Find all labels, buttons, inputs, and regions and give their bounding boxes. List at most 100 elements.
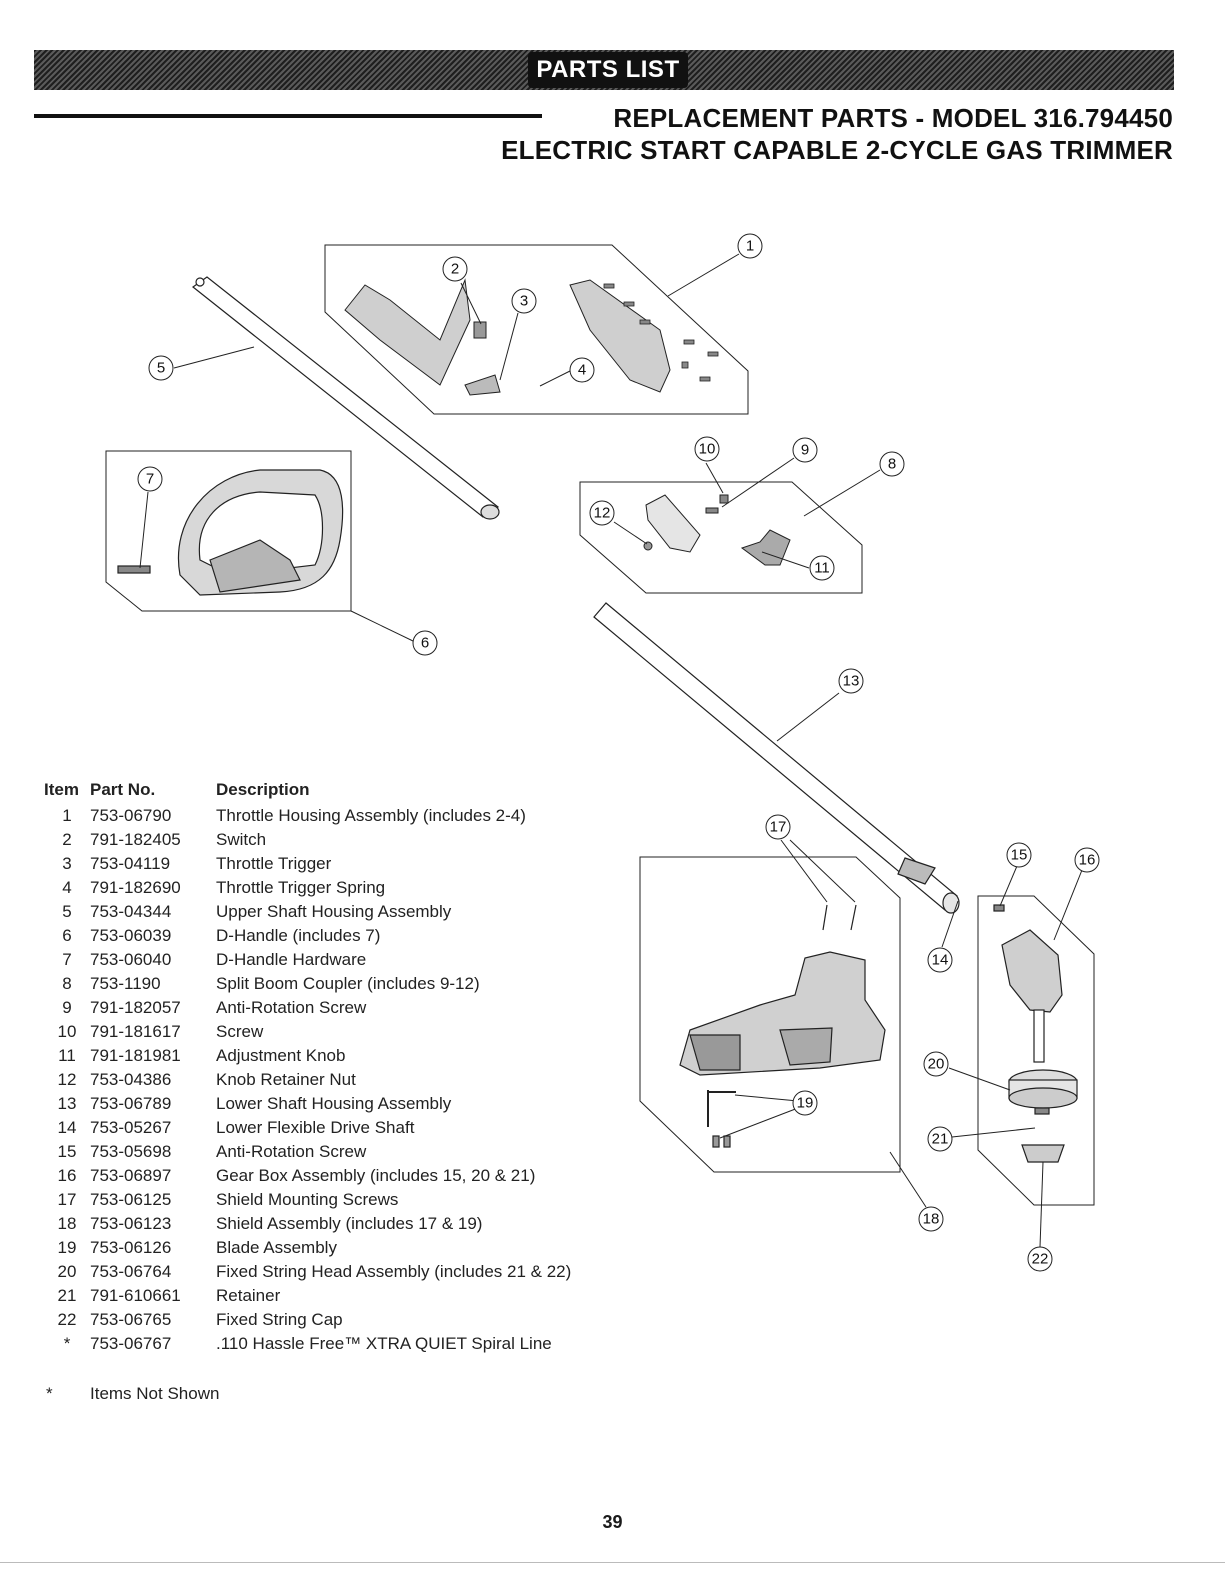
row-item-number: 6 (62, 926, 72, 945)
row-item-number: 17 (57, 1190, 77, 1209)
callout-18: 18 (918, 1206, 944, 1232)
callout-21: 21 (927, 1126, 953, 1152)
callout-7: 7 (137, 466, 163, 492)
row-item-number: 11 (58, 1046, 76, 1065)
row-item-number: 13 (57, 1094, 77, 1113)
row-item-number: 10 (57, 1022, 77, 1041)
svg-text:17: 17 (770, 819, 787, 836)
screw-set-throttle (603, 283, 719, 382)
row-description: Knob Retainer Nut (216, 1070, 356, 1089)
svg-text:2: 2 (451, 261, 459, 278)
callout-11: 11 (809, 555, 835, 581)
row-item-number: 22 (57, 1310, 77, 1329)
title-rule (34, 114, 542, 118)
row-description: Adjustment Knob (216, 1046, 346, 1065)
row-part-number: 753-04119 (90, 854, 171, 873)
callout-20: 20 (923, 1051, 949, 1077)
header-item: Item (44, 780, 79, 799)
row-description: D-Handle (includes 7) (216, 926, 381, 945)
svg-text:18: 18 (923, 1211, 940, 1228)
shield-group-box (639, 856, 901, 1173)
callout-5: 5 (148, 355, 174, 381)
svg-text:20: 20 (928, 1056, 945, 1073)
svg-text:21: 21 (932, 1131, 949, 1148)
row-item-number: 16 (57, 1166, 77, 1185)
row-part-number: 753-05267 (90, 1118, 172, 1137)
row-item-number: 1 (62, 806, 72, 825)
row-item-number: 4 (62, 878, 72, 897)
svg-text:19: 19 (797, 1095, 814, 1112)
row-item-number: * (63, 1334, 71, 1353)
row-part-number: 791-181617 (90, 1022, 181, 1041)
row-part-number: 791-182405 (90, 830, 181, 849)
row-part-number: 753-06767 (90, 1334, 172, 1353)
row-item-number: 3 (62, 854, 72, 873)
row-description: D-Handle Hardware (216, 950, 367, 969)
row-description: Gear Box Assembly (includes 15, 20 & 21) (216, 1166, 536, 1185)
row-item-number: 21 (57, 1286, 77, 1305)
callout-12: 12 (589, 500, 615, 526)
footnote: *Items Not Shown (46, 1384, 219, 1404)
row-item-number: 18 (57, 1214, 77, 1233)
svg-text:9: 9 (801, 442, 809, 459)
row-part-number: 791-182690 (90, 878, 181, 897)
lower-shaft-part (593, 602, 960, 914)
svg-text:8: 8 (888, 456, 896, 473)
row-part-number: 753-05698 (90, 1142, 172, 1161)
parts-table-header: Item Part No. Description (44, 780, 571, 804)
gear-head-part (993, 904, 1078, 1163)
row-description: Fixed String Cap (216, 1310, 343, 1329)
row-item-number: 5 (62, 902, 72, 921)
svg-text:4: 4 (578, 362, 586, 379)
row-part-number: 791-610661 (90, 1286, 181, 1305)
callout-13: 13 (838, 668, 864, 694)
row-description: Throttle Housing Assembly (includes 2-4) (216, 806, 526, 825)
svg-text:5: 5 (157, 360, 165, 377)
table-row: 11 791-181981 Adjustment Knob (44, 1044, 571, 1068)
callout-4: 4 (569, 357, 595, 383)
leader-lines (139, 253, 1083, 1248)
svg-text:22: 22 (1032, 1251, 1049, 1268)
callout-2: 2 (442, 256, 468, 282)
row-part-number: 791-182057 (90, 998, 181, 1017)
shield-part (679, 904, 886, 1148)
row-part-number: 753-06126 (90, 1238, 172, 1257)
row-part-number: 753-04344 (90, 902, 172, 921)
svg-text:10: 10 (699, 441, 716, 458)
row-description: Anti-Rotation Screw (216, 998, 367, 1017)
table-row: *753-06767.110 Hassle Free™ XTRA QUIET S… (44, 1332, 571, 1356)
gear-head-group-box (977, 895, 1095, 1206)
row-part-number: 791-181981 (90, 1046, 181, 1065)
banner-label-box (528, 52, 688, 88)
row-description: Lower Flexible Drive Shaft (216, 1118, 415, 1137)
row-description: Throttle Trigger Spring (216, 878, 386, 897)
bottom-rule (0, 1562, 1225, 1563)
row-description: Switch (216, 830, 267, 849)
table-row: 4 791-182690 Throttle Trigger Spring (44, 876, 571, 900)
row-part-number: 753-06789 (90, 1094, 172, 1113)
row-description: Throttle Trigger (216, 854, 332, 873)
row-item-number: 8 (62, 974, 72, 993)
callout-3: 3 (511, 288, 537, 314)
callout-6: 6 (412, 630, 438, 656)
callout-17: 17 (765, 814, 791, 840)
row-part-number: 753-06040 (90, 950, 172, 969)
header-description: Description (216, 780, 310, 799)
svg-text:14: 14 (932, 952, 949, 969)
page-subtitle: ELECTRIC START CAPABLE 2-CYCLE GAS TRIMM… (501, 135, 1173, 165)
row-part-number: 753-06765 (90, 1310, 172, 1329)
svg-text:11: 11 (814, 560, 830, 577)
row-description: Shield Mounting Screws (216, 1190, 399, 1209)
row-description: Lower Shaft Housing Assembly (216, 1094, 452, 1113)
coupler-part (643, 494, 791, 566)
page-number: 39 (602, 1512, 623, 1532)
